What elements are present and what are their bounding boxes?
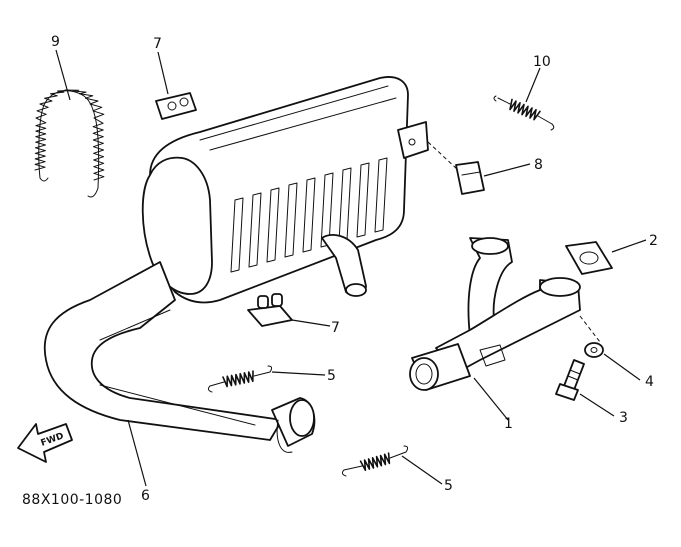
part-10-spring [493, 95, 555, 131]
callout-5-lower: 5 [444, 478, 453, 494]
part-5-spring-lower [341, 445, 409, 477]
callout-3: 3 [619, 410, 628, 426]
forward-direction-arrow: FWD [17, 423, 73, 463]
callout-2: 2 [649, 233, 658, 249]
callout-1: 1 [504, 416, 513, 432]
callout-7-top: 7 [153, 36, 162, 52]
part-6-muffler-assembly [43, 76, 429, 453]
part-7-damper-middle [247, 293, 293, 327]
leader-lines [55, 49, 647, 487]
callout-4: 4 [645, 374, 654, 390]
part-3-bolt [555, 359, 585, 401]
callout-10: 10 [533, 54, 551, 70]
drawing-code: 88X100-1080 [22, 492, 122, 508]
callout-7-middle: 7 [331, 320, 340, 336]
callout-6: 6 [141, 488, 150, 504]
part-2-gasket [565, 241, 613, 275]
part-8-rubber-pad [455, 161, 485, 195]
part-5-spring-upper [207, 365, 273, 393]
part-9-long-spring [34, 89, 105, 198]
callout-9: 9 [51, 34, 60, 50]
part-7-damper-top [155, 92, 197, 120]
part-4-washer [584, 342, 604, 358]
callout-8: 8 [534, 157, 543, 173]
callout-5-upper: 5 [327, 368, 336, 384]
part-1-exhaust-pipe [409, 237, 581, 391]
